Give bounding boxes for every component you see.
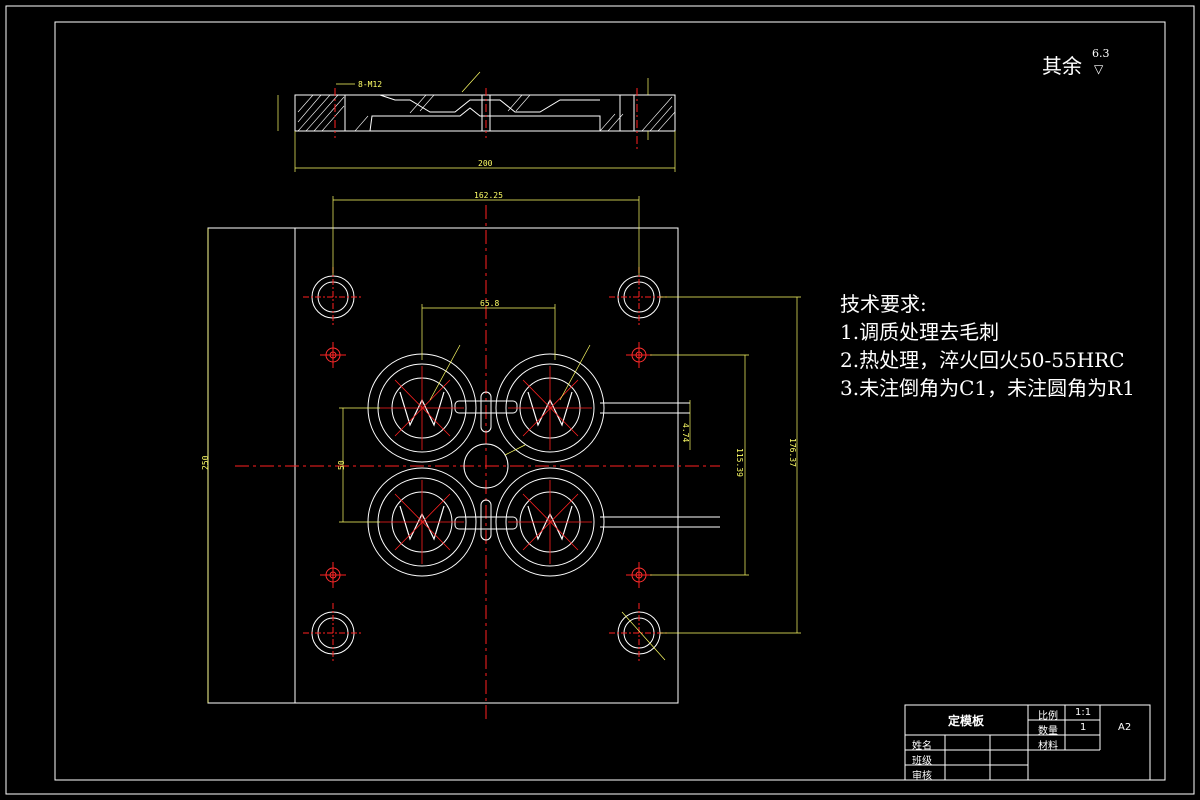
dim-cavity-v: 50: [337, 460, 346, 470]
part-name: 定模板: [948, 714, 985, 728]
plan-view: [207, 196, 801, 720]
tech-requirement-2: 2.热处理，淬火回火50-55HRC: [840, 348, 1125, 372]
roughness-label: 其余: [1042, 54, 1082, 78]
dim-small-a: 4.74: [681, 423, 690, 442]
material-label: 材料: [1038, 741, 1058, 752]
tech-requirement-1: 1.调质处理去毛刺: [840, 320, 1000, 344]
roughness-symbol-icon: ▽: [1094, 62, 1104, 76]
row-review: 审核: [912, 771, 932, 782]
section-view: [277, 71, 676, 172]
title-block: [904, 704, 1151, 781]
tech-requirements-title: 技术要求:: [840, 292, 927, 316]
dim-cavity-span: 65.8: [480, 299, 499, 308]
sheet-size: A2: [1118, 722, 1132, 733]
scale-value: 1:1: [1075, 707, 1092, 718]
outer-frame: [5, 5, 1195, 795]
dim-thread: 8-M12: [358, 80, 382, 89]
row-class: 班级: [912, 756, 932, 767]
row-name: 姓名: [912, 741, 932, 752]
dim-top-width: 200: [478, 159, 493, 168]
dim-right-inner: 115.39: [735, 448, 744, 477]
roughness-value: 6.3: [1092, 47, 1110, 60]
dim-plate-height: 250: [201, 455, 210, 470]
inner-frame: [54, 21, 1166, 781]
tech-requirement-3: 3.未注倒角为C1，未注圆角为R1: [840, 376, 1135, 400]
qty-label: 数量: [1038, 726, 1058, 737]
dim-right-outer: 176.37: [788, 438, 797, 467]
roughness-note: 其余 6.3 ▽: [1042, 47, 1110, 79]
scale-label: 比例: [1038, 711, 1058, 722]
dim-hole-span: 162.25: [474, 191, 503, 200]
qty-value: 1: [1080, 722, 1087, 733]
tech-requirements: 技术要求: 1.调质处理去毛刺 2.热处理，淬火回火50-55HRC 3.未注倒…: [840, 290, 1135, 402]
